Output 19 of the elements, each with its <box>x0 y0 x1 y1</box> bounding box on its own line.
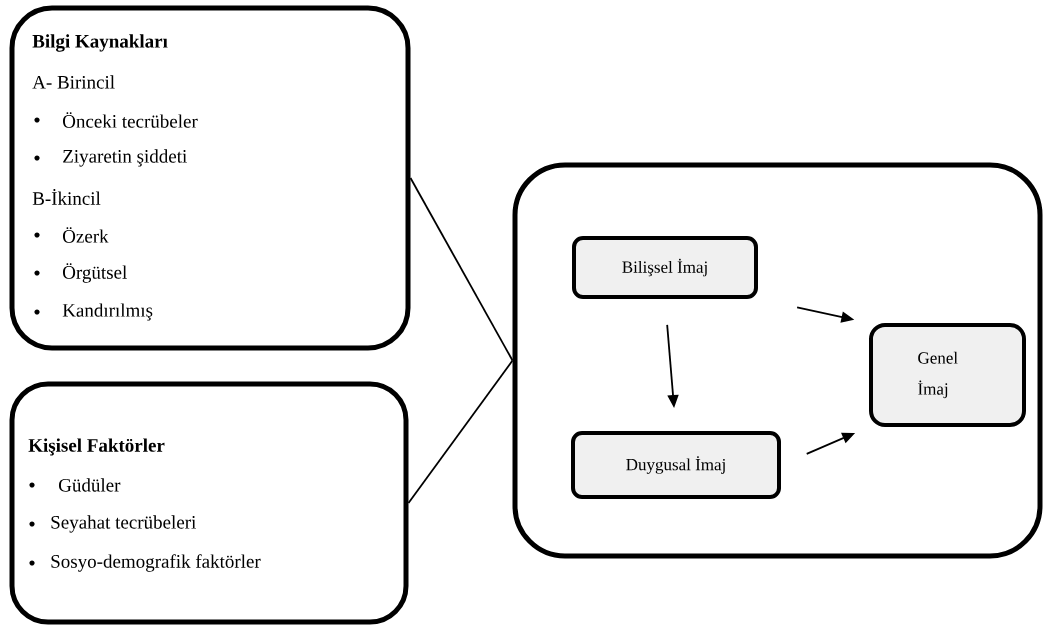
process-box: Genel İmaj <box>869 323 1026 427</box>
process-box: Bilişsel İmaj <box>572 236 758 299</box>
list-item: Ziyaretin şiddeti <box>63 149 187 167</box>
info-box <box>9 5 411 351</box>
heading: Kişisel Faktörler <box>28 438 165 456</box>
connector-line <box>407 359 514 504</box>
list-item: B-İkincil <box>32 189 101 205</box>
process-box: Duygusal İmaj <box>571 431 781 499</box>
list-item: Özerk <box>63 227 109 243</box>
list-item: Sosyo-demografik faktörler <box>51 554 261 572</box>
list-item: A- Birincil <box>32 75 115 89</box>
heading: Bilgi Kaynakları <box>32 34 168 52</box>
list-item: Kandırılmış <box>62 303 153 321</box>
list-item: Önceki tecrübeler <box>63 112 198 128</box>
list-item: Örgütsel <box>63 263 127 283</box>
list-item: Seyahat tecrübeleri <box>51 515 196 533</box>
connector-line <box>409 177 514 362</box>
list-item: Güdüler <box>59 478 121 492</box>
info-box <box>9 381 409 625</box>
